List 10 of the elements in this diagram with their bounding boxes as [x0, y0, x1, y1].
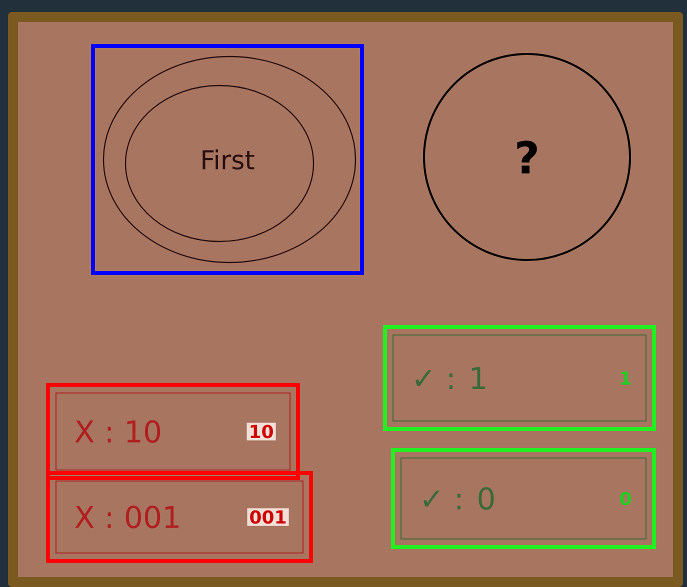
handwritten-text: X : 10: [75, 420, 160, 443]
handwritten-text: ✓ : 0: [424, 487, 494, 510]
question-mark: ?: [517, 140, 537, 174]
predicted-label: 001: [247, 508, 289, 526]
predicted-label: 0: [620, 492, 631, 506]
handwritten-text: First: [202, 149, 254, 170]
handwritten-text: ✓ : 1: [416, 367, 486, 389]
handwritten-text: X : 001: [75, 506, 178, 528]
predicted-label: 10: [246, 422, 276, 440]
predicted-label: 1: [621, 371, 631, 385]
